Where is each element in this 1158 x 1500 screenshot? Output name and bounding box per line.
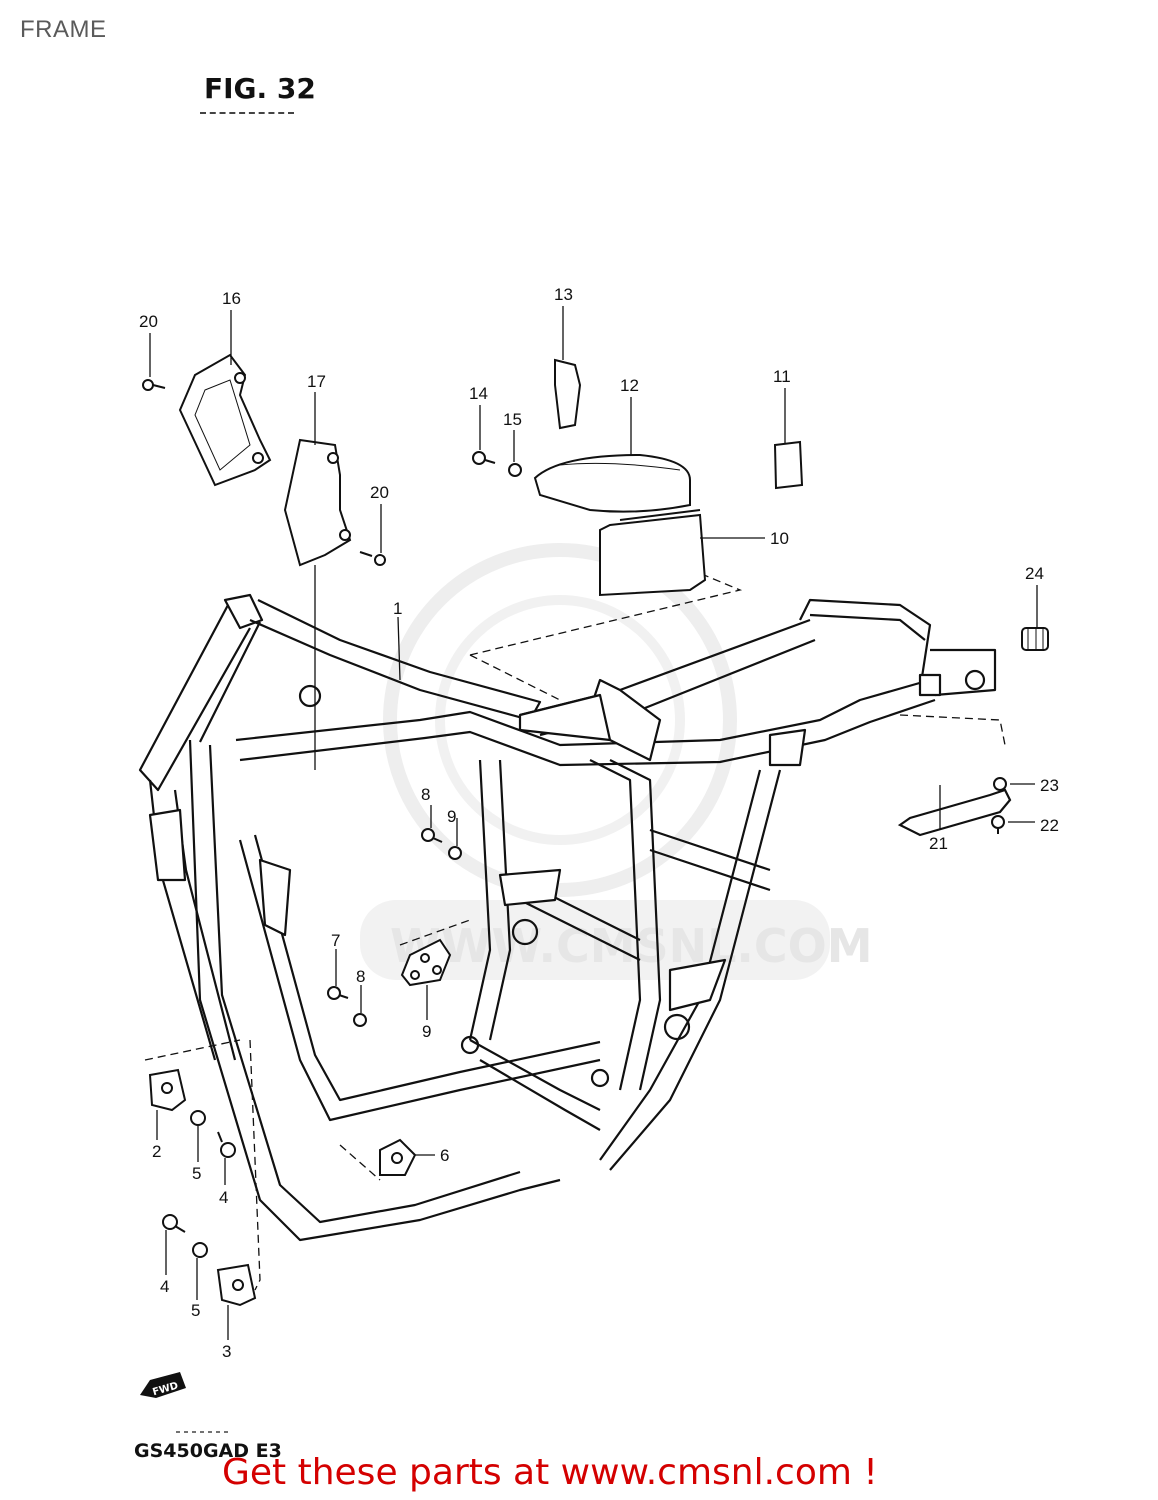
part-17-nut — [508, 463, 522, 477]
callout-17: 15 — [503, 410, 522, 429]
callout-13: 11 — [773, 367, 791, 386]
callout-15: 13 — [554, 285, 573, 304]
callout-9: 9 — [422, 1022, 431, 1041]
frame-body — [138, 593, 997, 1242]
callout-20-mid: 20 — [370, 483, 389, 502]
footer-parts-link[interactable]: Get these parts at www.cmsnl.com ! — [222, 1452, 878, 1493]
callout-5-b: 5 — [191, 1301, 200, 1320]
figure-title: FIG. 32 — [204, 72, 316, 105]
callout-19: 17 — [307, 372, 326, 391]
part-20-bolt-mid — [374, 554, 386, 566]
callout-labels: 16 20 17 20 13 12 11 14 15 10 1 24 21 23… — [139, 285, 1059, 1361]
watermark-text: WWW.CMSNL.COM — [390, 919, 873, 973]
leader-lines — [149, 306, 1038, 1340]
part-5-washer-b — [192, 1242, 208, 1258]
part-11-washer — [448, 846, 462, 860]
model-code: GS450GAD E3 — [134, 1440, 282, 1462]
callout-11: 9 — [447, 807, 456, 826]
part-15-strap — [554, 358, 582, 430]
part-12-battery-holder — [599, 509, 707, 597]
part-6-plate — [379, 1138, 417, 1176]
part-18-bracket-plate — [178, 353, 272, 487]
part-4-bolt-b — [162, 1214, 178, 1230]
part-16-bolt — [472, 451, 486, 465]
callout-21: 21 — [929, 834, 948, 853]
part-4-bolt-a — [220, 1142, 236, 1158]
callout-3: 3 — [222, 1342, 231, 1361]
part-20-bolt-top — [142, 379, 154, 391]
callout-4-a: 4 — [219, 1188, 228, 1207]
fasteners — [142, 379, 1007, 1258]
part-13-label — [773, 440, 804, 490]
callout-24: 24 — [1025, 564, 1044, 583]
part-10-bolt — [421, 828, 435, 842]
callout-20-top: 20 — [139, 312, 158, 331]
callout-12: 10 — [770, 529, 789, 548]
part-24-grommet — [1021, 627, 1049, 651]
part-3-plate — [216, 1263, 257, 1307]
part-2-plate — [148, 1068, 187, 1112]
callout-8: 8 — [356, 967, 365, 986]
callout-16: 14 — [469, 384, 488, 403]
callout-14: 12 — [620, 376, 639, 395]
callout-22: 22 — [1040, 816, 1059, 835]
callout-4-b: 4 — [160, 1277, 169, 1296]
figure-title-underline — [200, 112, 294, 114]
watermark: WWW.CMSNL.COM — [360, 543, 873, 980]
callout-7: 7 — [331, 931, 340, 950]
callout-18: 16 — [222, 289, 241, 308]
part-8-washer — [353, 1013, 367, 1027]
page-title: FRAME — [20, 16, 107, 43]
callout-6: 6 — [440, 1146, 449, 1165]
fwd-arrow: FWD — [140, 1372, 186, 1398]
callout-1: 1 — [393, 599, 402, 618]
part-9-plate — [400, 938, 452, 987]
callout-5-a: 5 — [192, 1164, 201, 1183]
part-7-bolt — [327, 986, 341, 1000]
callout-23: 23 — [1040, 776, 1059, 795]
part-5-washer-a — [190, 1110, 206, 1126]
part-19-cover-plate — [283, 438, 352, 567]
part-21-handle — [897, 788, 1012, 837]
part-14-pad — [533, 453, 691, 513]
callout-2: 2 — [152, 1142, 161, 1161]
callout-10: 8 — [421, 785, 430, 804]
part-22-bolt — [991, 815, 1005, 829]
part-23-nut — [993, 777, 1007, 791]
